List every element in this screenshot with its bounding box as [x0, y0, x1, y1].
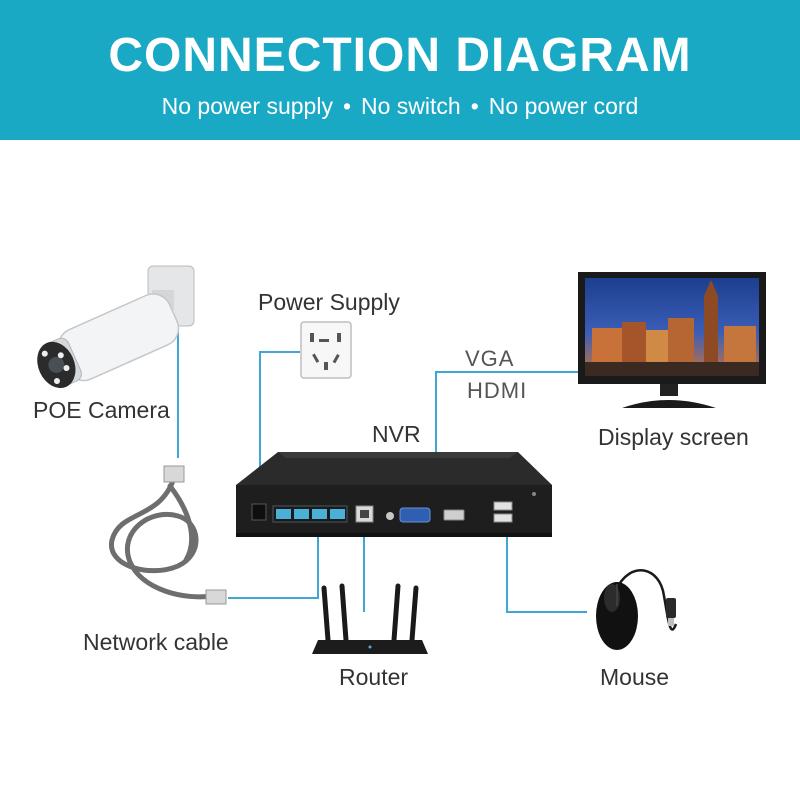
camera-label: POE Camera: [33, 397, 170, 423]
diagram-title: CONNECTION DIAGRAM: [108, 29, 692, 82]
nvr-label: NVR: [372, 421, 421, 447]
hdmi-port-label: HDMI: [467, 378, 528, 403]
feature-list: No power supply•No switch•No power cord: [161, 93, 639, 119]
display-label: Display screen: [598, 424, 749, 450]
header-banner: CONNECTION DIAGRAM No power supply•No sw…: [0, 0, 800, 140]
mouse-label: Mouse: [600, 664, 670, 690]
lan-to-cable-line: [228, 526, 319, 599]
power-label: Power Supply: [258, 289, 400, 315]
power-to-nvr-line: [259, 351, 300, 512]
usb-to-mouse-line: [506, 522, 587, 613]
feature-item: No power supply: [161, 93, 333, 119]
router-label: Router: [339, 664, 409, 690]
cable-label: Network cable: [83, 629, 229, 655]
feature-item: No switch: [361, 93, 461, 119]
vga-port-label: VGA: [465, 346, 515, 371]
feature-item: No power cord: [488, 93, 639, 119]
